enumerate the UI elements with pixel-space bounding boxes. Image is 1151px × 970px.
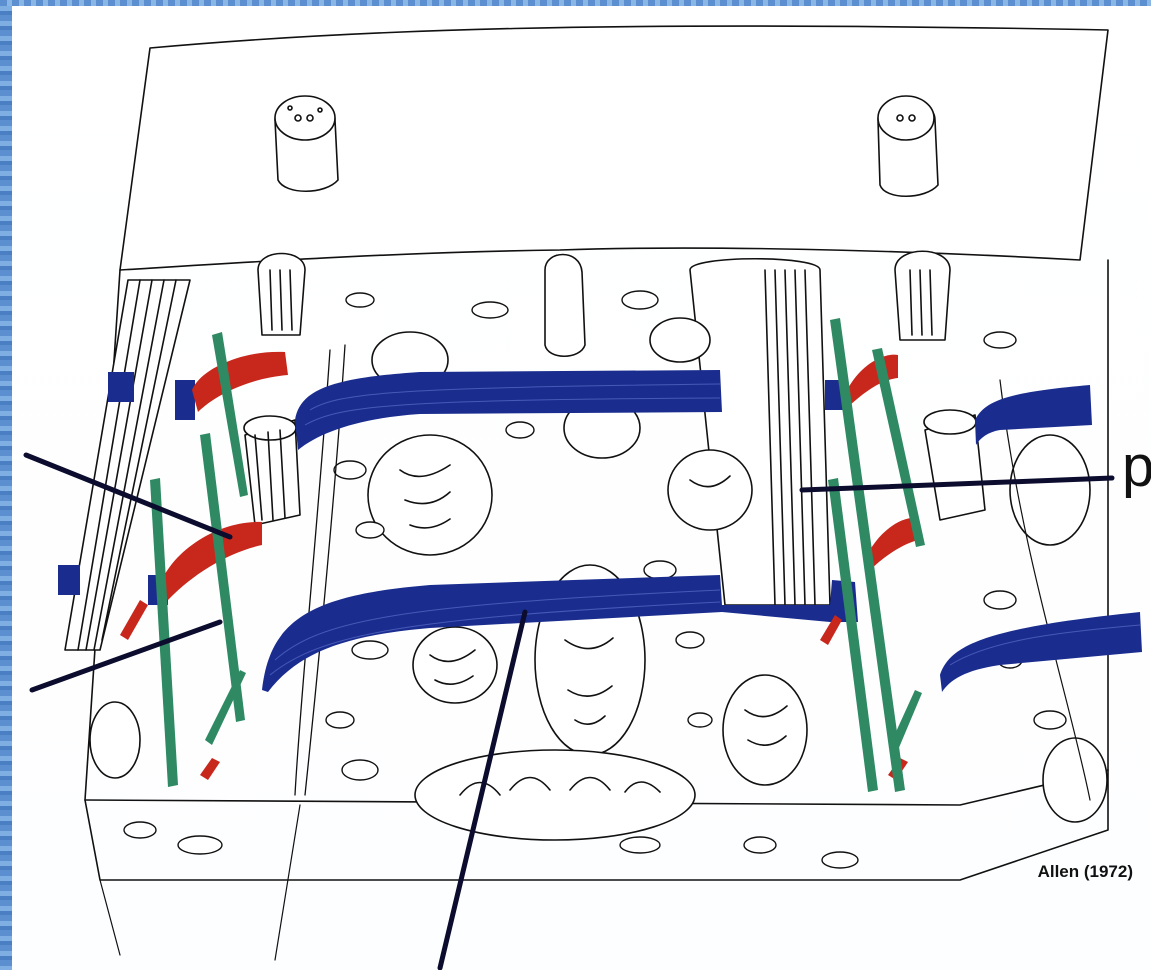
green-fiber (828, 478, 878, 792)
citation-text: Allen (1972) (1038, 862, 1133, 882)
block-front-lower (100, 880, 120, 955)
basal-body-cross-left (244, 416, 300, 525)
green-fiber (872, 348, 925, 547)
blue-band-stub (175, 380, 195, 420)
cilium-left-top (275, 96, 338, 191)
green-fiber (150, 478, 178, 787)
mitochondrion (415, 750, 695, 840)
basal-body-right (895, 251, 950, 340)
red-band (200, 758, 220, 780)
junction-knob (545, 255, 585, 357)
red-band (158, 522, 262, 600)
blue-band-stub (58, 565, 80, 595)
blue-band (975, 385, 1092, 445)
basal-body-left (258, 254, 305, 336)
mitochondrion (723, 675, 807, 785)
top-membrane-sheet (120, 26, 1108, 270)
blue-band (940, 612, 1142, 692)
partial-label: p (1122, 438, 1151, 496)
mitochondrion (668, 450, 752, 530)
red-band (120, 600, 148, 640)
ciliary-rootlet (690, 259, 830, 605)
blue-band (295, 370, 722, 450)
cilium-right-top (878, 96, 938, 196)
mitochondrion (368, 435, 492, 555)
blue-band-stub (108, 372, 134, 402)
mitochondrion (413, 627, 497, 703)
red-band (192, 352, 288, 412)
